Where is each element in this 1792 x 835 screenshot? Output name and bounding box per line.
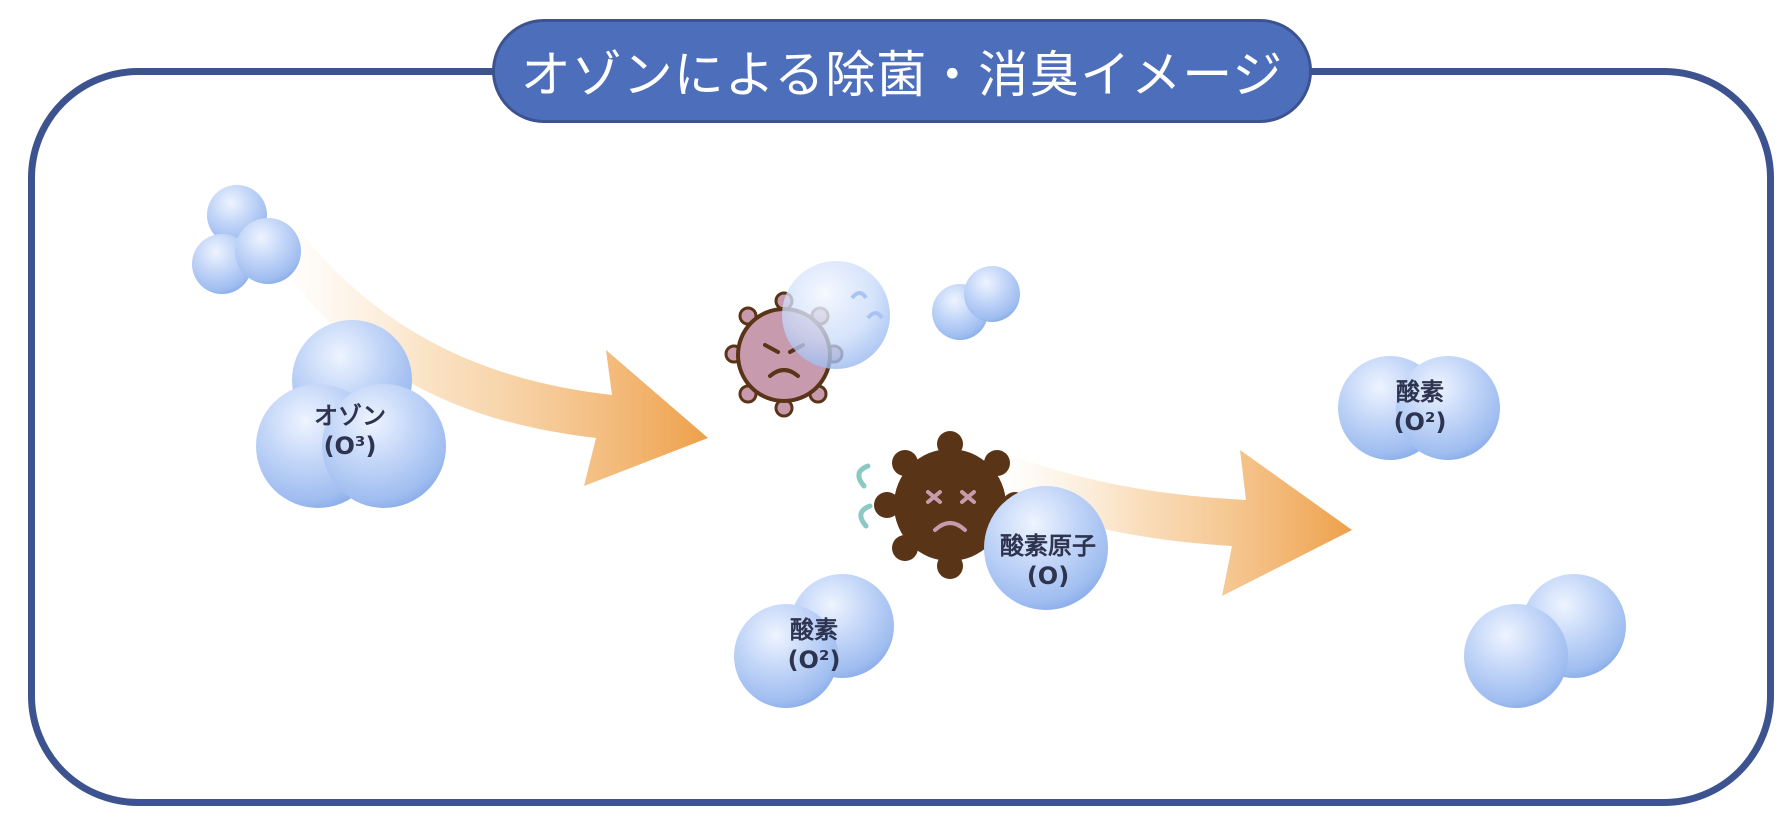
oxygen-molecule-right-bottom — [1464, 574, 1626, 708]
ozone-molecule: オゾン (O³) — [256, 320, 446, 508]
oxygen-atom-attacking — [782, 261, 890, 369]
oxygen-molecule-small — [932, 266, 1020, 340]
motion-marks — [856, 463, 873, 529]
oxygen-top-formula: (O²) — [1394, 408, 1447, 436]
oxygen-molecule-bottom: 酸素 (O²) — [734, 574, 894, 708]
oxygen-molecule-right: 酸素 (O²) — [1338, 356, 1500, 460]
oxygen-atom: 酸素原子 (O) — [984, 486, 1108, 610]
oxygen-atom-formula: (O) — [1027, 562, 1069, 590]
arrow-ozone-to-virus — [278, 232, 708, 486]
arrow-virus-to-oxygen — [1000, 450, 1352, 596]
oxygen-bottom-formula: (O²) — [788, 646, 841, 674]
oxygen-atom-label: 酸素原子 — [1000, 532, 1096, 560]
ozone-molecule-small — [192, 185, 301, 294]
oxygen-top-label: 酸素 — [1396, 378, 1444, 406]
ozone-formula: (O³) — [324, 432, 377, 460]
page-title: オゾンによる除菌・消臭イメージ — [492, 19, 1312, 123]
ozone-label: オゾン — [314, 402, 386, 430]
oxygen-bottom-label: 酸素 — [790, 616, 838, 644]
